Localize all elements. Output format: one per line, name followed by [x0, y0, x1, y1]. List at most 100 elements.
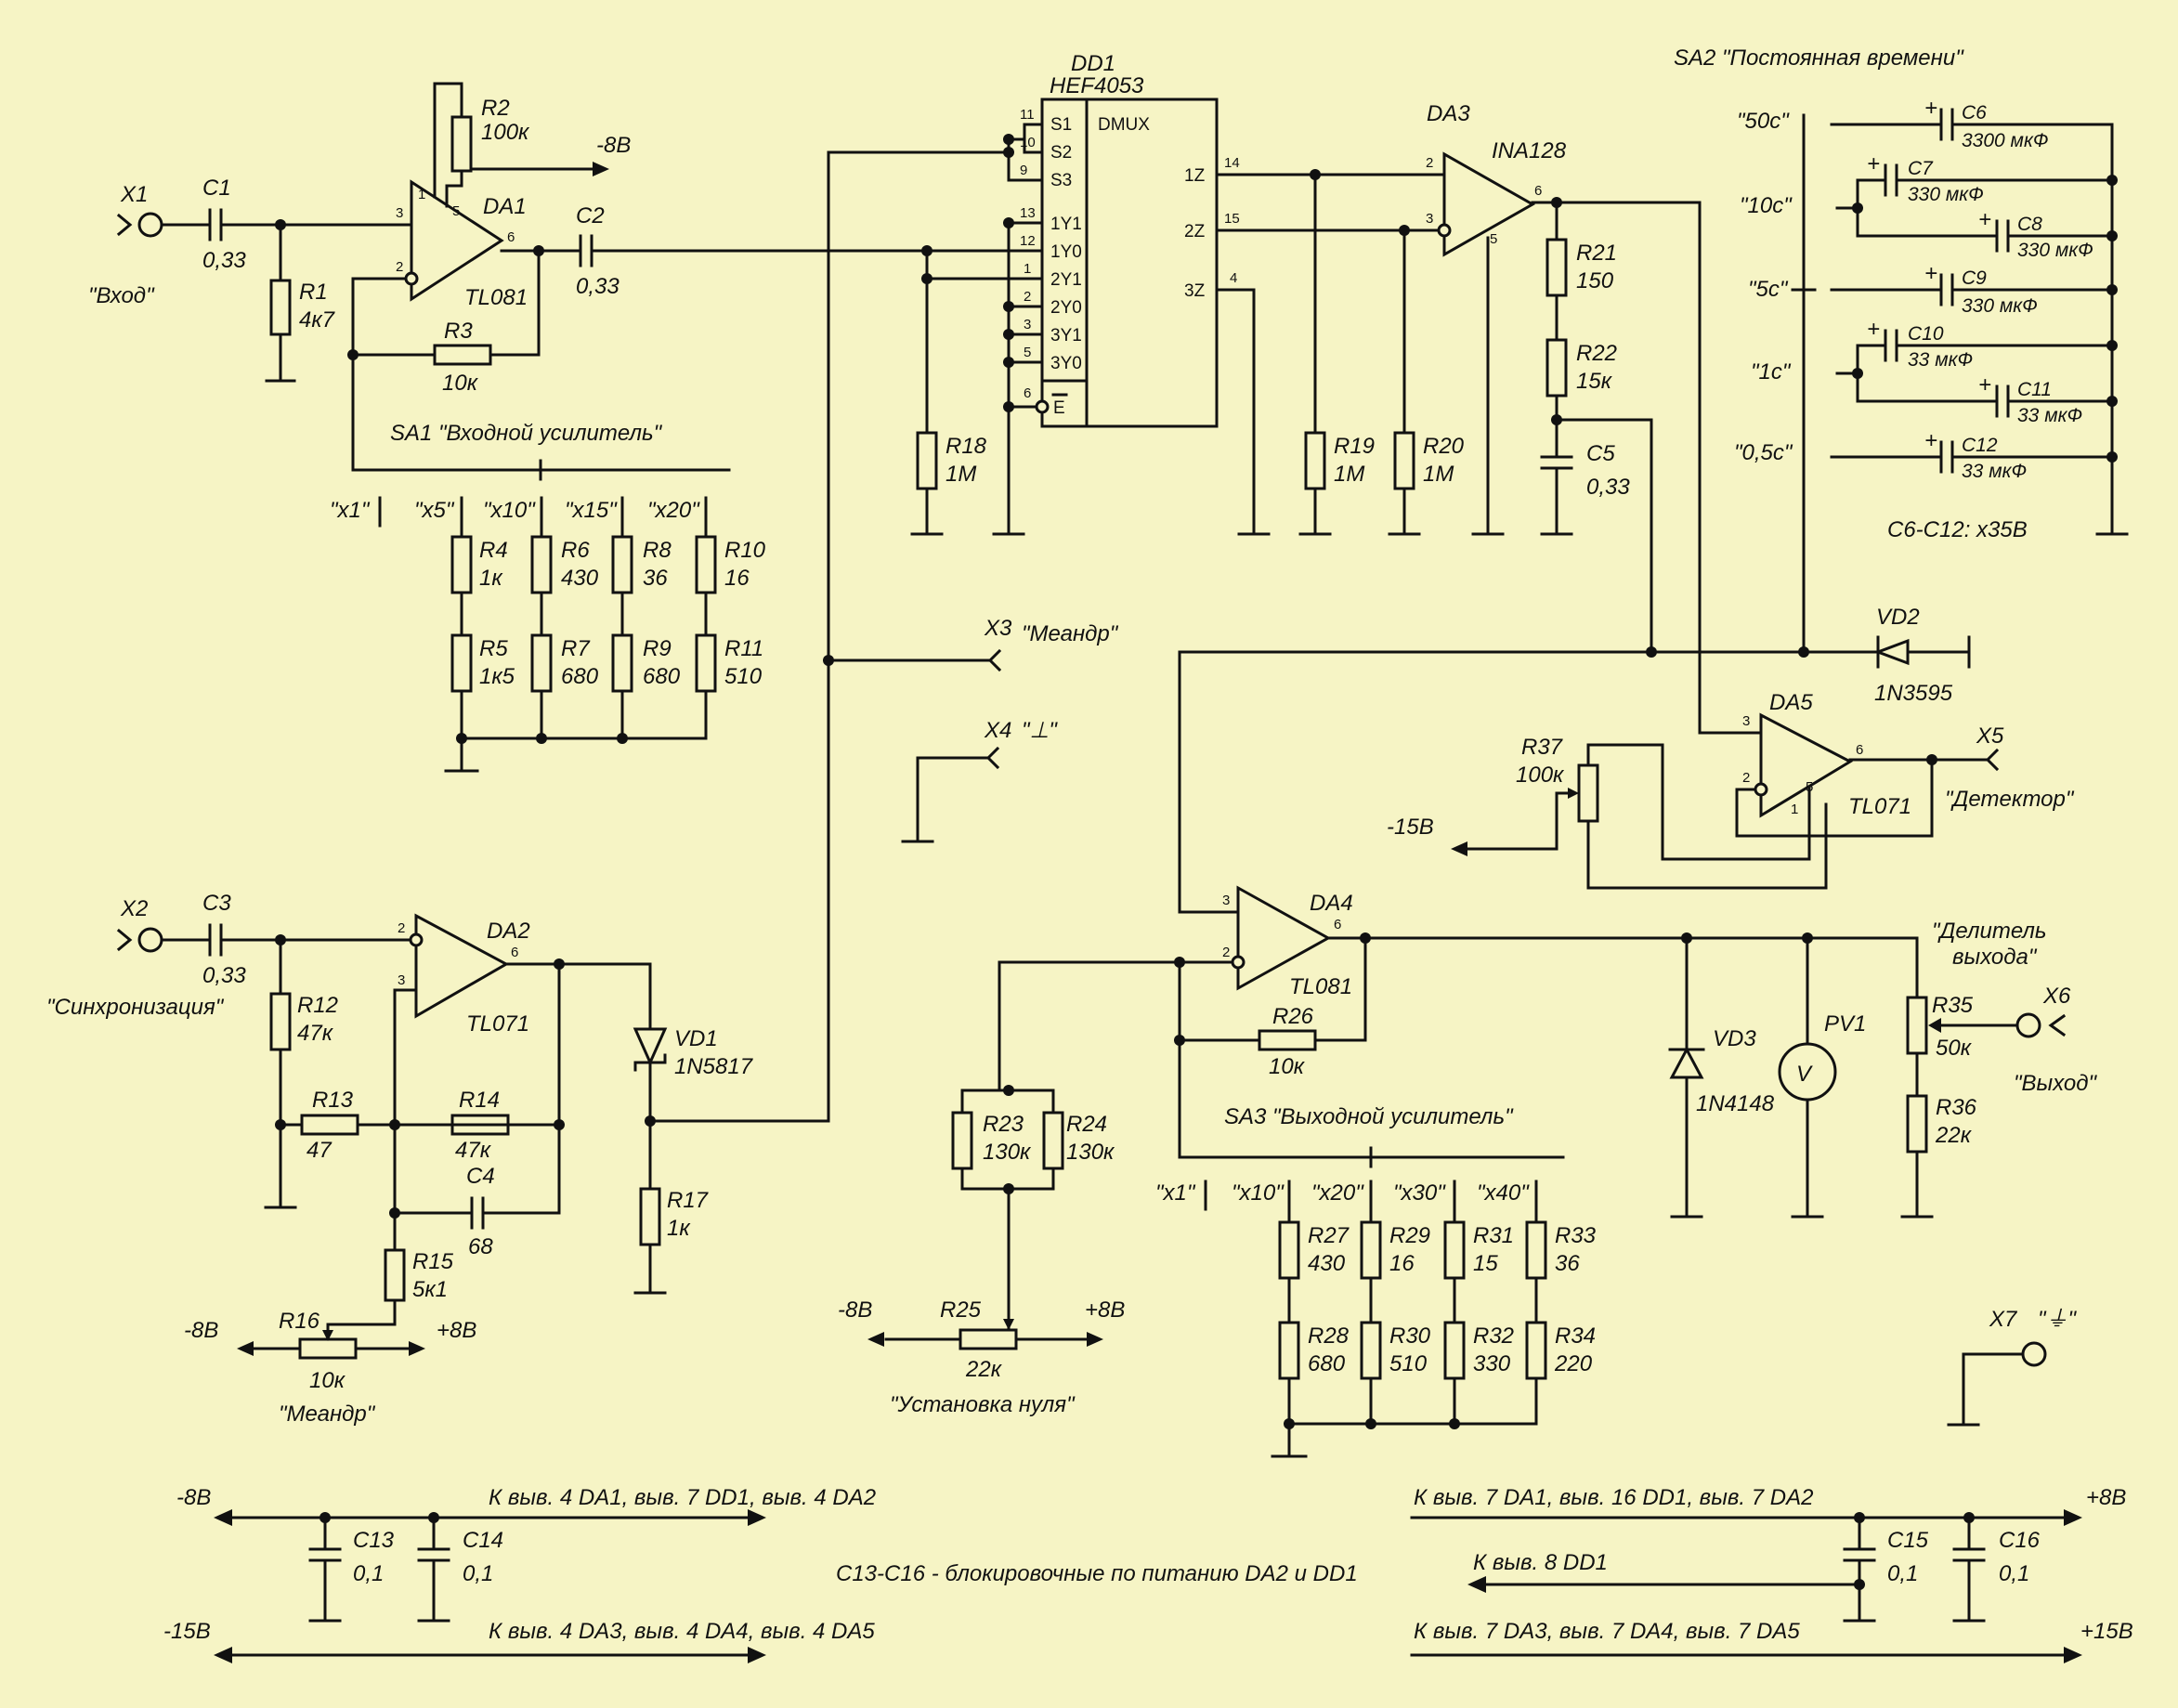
r15-resistor-icon	[384, 1248, 406, 1302]
dd1-pin-num: 15	[1224, 211, 1240, 227]
sa2-title: SA2 "Постоянная времени"	[1674, 46, 1964, 71]
r13-value: 47	[306, 1138, 333, 1163]
r30-label: R30	[1389, 1323, 1431, 1349]
rail-plus-15v-label: +15В	[2080, 1619, 2133, 1644]
r24-resistor-icon	[1042, 1111, 1064, 1170]
output-section: VD3 1N4148 V PV1 R35 50к R36 22к "Делите…	[1668, 919, 2098, 1427]
rail-dd1-pin8-dest: К выв. 8 DD1	[1473, 1550, 1608, 1575]
sa2-pos-1s: "1с"	[1751, 359, 1792, 385]
r16-value: 10к	[309, 1368, 346, 1393]
input-stage: X1 "Вход" C1 0,33 R1 4к7 DA1 TL081 3 2 1…	[88, 82, 1026, 481]
da2-pin: 6	[511, 945, 518, 960]
da3-opamp-icon	[1442, 151, 1536, 257]
dd1-pin-num: 4	[1230, 270, 1237, 286]
cap-rating-note: С6-С12: х35В	[1887, 517, 2028, 542]
dd1-label: DD1	[1071, 51, 1115, 76]
r30-resistor-icon	[1360, 1321, 1382, 1380]
r18-resistor-icon	[916, 431, 938, 490]
dd1-pin-name: 1Z	[1184, 166, 1206, 186]
da4-pin: 3	[1222, 893, 1230, 908]
da5-pin: 3	[1742, 713, 1750, 729]
minus-15v-arrow-icon	[1451, 841, 1467, 856]
plus-15v-rail-arrow-icon	[2064, 1647, 2082, 1663]
da3-pin: 6	[1534, 183, 1542, 199]
r21-label: R21	[1576, 241, 1617, 266]
r1-label: R1	[299, 280, 328, 305]
r6-value: 430	[561, 566, 599, 591]
c8-value: 330 мкФ	[2017, 240, 2093, 261]
da4-pin: 2	[1222, 945, 1230, 960]
c1-capacitor-icon	[208, 208, 223, 241]
dd1-pin-num: 6	[1024, 385, 1031, 401]
x4-caption: "⊥"	[1022, 718, 1058, 743]
dd1-pin-num: 5	[1024, 345, 1031, 360]
da5-type: TL071	[1848, 794, 1911, 819]
r22-value: 15к	[1576, 369, 1613, 394]
r11-resistor-icon	[695, 633, 717, 693]
r28-resistor-icon	[1278, 1321, 1300, 1380]
r26-value: 10к	[1269, 1054, 1306, 1079]
r6-resistor-icon	[530, 535, 553, 594]
vd1-diode-icon	[633, 1027, 668, 1066]
da2-pin: 3	[398, 972, 405, 988]
r17-value: 1к	[667, 1216, 691, 1241]
c11-label: C11	[2017, 379, 2052, 400]
r13-label: R13	[312, 1088, 354, 1113]
r30-value: 510	[1389, 1351, 1428, 1376]
minus-8v-arrow-icon	[593, 162, 609, 176]
dd1-pin-num: 12	[1020, 233, 1036, 249]
minus-8v-arrow-icon	[867, 1332, 884, 1347]
r7-value: 680	[561, 664, 599, 689]
r34-value: 220	[1554, 1351, 1593, 1376]
sa1-pos-x1: "x1"	[330, 498, 371, 523]
r32-resistor-icon	[1443, 1321, 1466, 1380]
r19-label: R19	[1334, 434, 1375, 459]
dd1-pin-name: S3	[1050, 171, 1072, 190]
c11-value: 33 мкФ	[2017, 405, 2082, 426]
r8-label: R8	[643, 538, 672, 563]
r19-value: 1М	[1334, 462, 1364, 487]
vd2-net: VD2 1N3595	[1178, 605, 1971, 914]
r9-resistor-icon	[611, 633, 633, 693]
dd1-chip-body	[1040, 98, 1219, 428]
sa3-title: SA3 "Выходной усилитель"	[1224, 1104, 1514, 1129]
r36-value: 22к	[1935, 1123, 1973, 1148]
c8-label: C8	[2017, 214, 2042, 235]
minus-8v-rail-arrow-icon	[214, 1509, 232, 1526]
dd1-pin-num: 3	[1024, 317, 1031, 332]
da1-opamp-icon	[410, 179, 504, 302]
c10-label: C10	[1908, 323, 1944, 345]
da1-pin-label: 3	[396, 205, 403, 221]
da1-label: DA1	[483, 194, 527, 219]
dd1-pin-name: 3Z	[1184, 281, 1206, 301]
da2-label: DA2	[487, 919, 530, 944]
r24-label: R24	[1066, 1112, 1107, 1137]
svg-text:+: +	[1924, 428, 1937, 453]
dd1-pin-name: S1	[1050, 115, 1072, 135]
da5-pin: 1	[1791, 802, 1798, 817]
r27-value: 430	[1308, 1251, 1346, 1276]
minus-8v-arrow-icon	[237, 1341, 254, 1356]
da2-type: TL071	[466, 1011, 529, 1037]
sa1-title: SA1 "Входной усилитель"	[390, 421, 663, 446]
r25-plus-label: +8В	[1085, 1297, 1125, 1323]
x3-connector-icon	[987, 648, 1002, 672]
da1-invert-dot	[404, 271, 419, 286]
r14-resistor-icon	[450, 1114, 510, 1136]
svg-text:+: +	[1978, 372, 1991, 398]
r15-value: 5к1	[412, 1277, 448, 1302]
c2-label: C2	[576, 203, 605, 228]
r32-value: 330	[1473, 1351, 1511, 1376]
da3-type: INA128	[1492, 138, 1567, 163]
r16-plus-label: +8В	[437, 1318, 476, 1343]
da3-pin: 3	[1426, 211, 1433, 227]
dd1-pin-name: E	[1053, 398, 1065, 418]
r4-label: R4	[479, 538, 508, 563]
r2-value: 100к	[481, 120, 530, 145]
da2-pin: 2	[398, 920, 405, 936]
r26-label: R26	[1272, 1004, 1314, 1029]
r29-resistor-icon	[1360, 1220, 1382, 1280]
r37-supply-label: -15В	[1387, 815, 1434, 840]
sa3-pos-x20: "x20"	[1311, 1180, 1364, 1206]
r5-label: R5	[479, 636, 508, 661]
